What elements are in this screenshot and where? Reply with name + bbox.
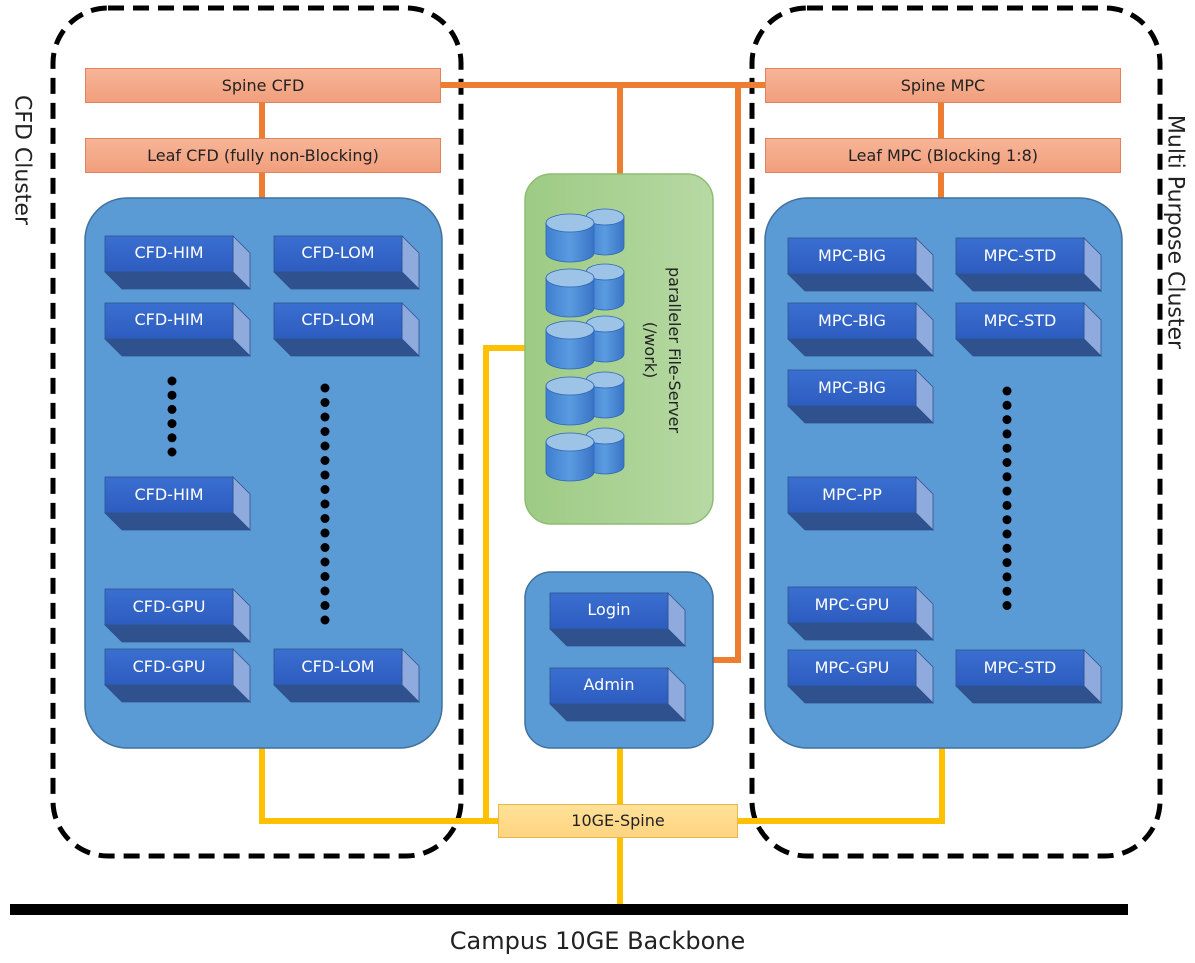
cfd-him-node-1 — [104, 235, 251, 290]
cfd-lom-more-dot-11 — [320, 528, 330, 538]
mpc-std-more-dot-14 — [1002, 572, 1012, 582]
cfd-him-more-dot-5 — [167, 433, 177, 443]
mpc-std-more-dot-8 — [1002, 486, 1012, 496]
disk-front-4 — [545, 376, 595, 426]
mpc-gpu-node-1 — [787, 586, 934, 641]
cfd-gpu-node-1 — [104, 588, 251, 643]
cfd-cluster-outline — [50, 5, 464, 859]
mpc-cluster-outline — [749, 5, 1163, 859]
cfd-lom-more-dot-10 — [320, 514, 330, 523]
cfd-him-more-dot-2 — [167, 390, 177, 400]
cfd-lom-more-dot-6 — [320, 456, 330, 465]
mpc-std-more-dot-1 — [1002, 386, 1012, 396]
cfd-him-more-dot-6 — [167, 447, 177, 457]
cfd-lom-more-dot-16 — [320, 601, 330, 610]
mpc-std-more-dot-16 — [1002, 601, 1012, 610]
cfd-lom-more-dot-9 — [320, 499, 330, 509]
mpc-std-more-dot-13 — [1002, 558, 1012, 568]
cfd-lom-more-dot-7 — [320, 470, 330, 480]
cfd-him-node-2 — [104, 302, 251, 357]
admin-node — [549, 667, 686, 722]
cfd-lom-more-dot-17 — [320, 615, 330, 625]
campus-backbone-bar — [10, 904, 1128, 915]
storage-disks — [545, 208, 625, 482]
mpc-std-more-dot-12 — [1002, 543, 1012, 553]
cfd-lom-more-dot-14 — [320, 572, 330, 581]
fileserver-label-line1: paralleler File-Server — [665, 266, 684, 434]
mpc-std-more-dot-15 — [1002, 586, 1012, 596]
mpc-gpu-node-2 — [787, 649, 934, 704]
cfd-lom-more-dot-3 — [320, 412, 330, 422]
mpc-std-more-dot-5 — [1002, 443, 1012, 453]
disk-back-1 — [585, 208, 625, 256]
mpc-std-node-1 — [955, 237, 1102, 292]
mpc-std-more-dot-11 — [1002, 529, 1012, 539]
disk-front-1 — [545, 213, 595, 263]
mpc-std-node-3 — [955, 649, 1102, 704]
orange-links — [259, 82, 944, 663]
fileserver-label-line2: (/work) — [641, 321, 660, 379]
cfd-lom-node-2 — [273, 302, 420, 357]
leaf-mpc-switch: Leaf MPC (Blocking 1:8) — [765, 138, 1121, 173]
cfd-gpu-node-2 — [104, 648, 251, 703]
mpc-std-more-dot-9 — [1002, 500, 1012, 510]
login-node — [549, 592, 686, 647]
cfd-him-more-dot-4 — [167, 419, 177, 429]
cfd-lom-more-dot-5 — [320, 441, 330, 451]
cfd-lom-more-dot-12 — [320, 543, 330, 552]
fileserver-label: paralleler File-Server (/work) — [638, 267, 686, 433]
disk-front-3 — [545, 320, 595, 370]
cfd-lom-more-dot-15 — [320, 586, 330, 596]
10ge-spine-switch: 10GE-Spine — [498, 804, 738, 838]
mpc-std-more-dot-2 — [1002, 400, 1012, 410]
backbone-label: Campus 10GE Backbone — [449, 927, 746, 955]
mpc-std-more-dot-10 — [1002, 515, 1012, 525]
mpc-std-more-dot-6 — [1002, 458, 1012, 467]
cfd-lom-node-1 — [273, 235, 420, 290]
cfd-lom-more-dot-13 — [320, 557, 330, 567]
mpc-cluster-label: Multi Purpose Cluster — [1162, 114, 1188, 350]
disk-front-2 — [545, 268, 595, 318]
cfd-cluster-label: CFD Cluster — [9, 94, 35, 226]
cfd-lom-more-dot-8 — [320, 485, 330, 494]
mpc-pp-node — [787, 476, 934, 531]
yellow-links — [259, 345, 945, 908]
cfd-him-node-3 — [104, 476, 251, 531]
mpc-std-more-dot-7 — [1002, 472, 1012, 482]
mpc-std-more-dot-4 — [1002, 429, 1012, 439]
cfd-lom-more-dot-1 — [320, 383, 330, 393]
cfd-lom-more-dot-2 — [320, 398, 330, 407]
disk-back-3 — [585, 315, 625, 363]
mpc-big-node-1 — [787, 237, 934, 292]
mpc-std-more-dot-3 — [1002, 415, 1012, 425]
mpc-std-node-2 — [955, 302, 1102, 357]
mpc-big-node-2 — [787, 302, 934, 357]
spine-mpc-switch: Spine MPC — [765, 68, 1121, 103]
spine-cfd-switch: Spine CFD — [85, 68, 441, 103]
leaf-cfd-switch: Leaf CFD (fully non-Blocking) — [85, 138, 441, 173]
disk-front-5 — [545, 432, 595, 482]
cfd-him-more-dot-3 — [167, 404, 177, 414]
cfd-lom-more-dot-4 — [320, 427, 330, 436]
ellipsis-dots — [167, 376, 1012, 625]
cfd-lom-node-3 — [273, 648, 420, 703]
cfd-him-more-dot-1 — [167, 376, 177, 386]
mpc-big-node-3 — [787, 369, 934, 424]
